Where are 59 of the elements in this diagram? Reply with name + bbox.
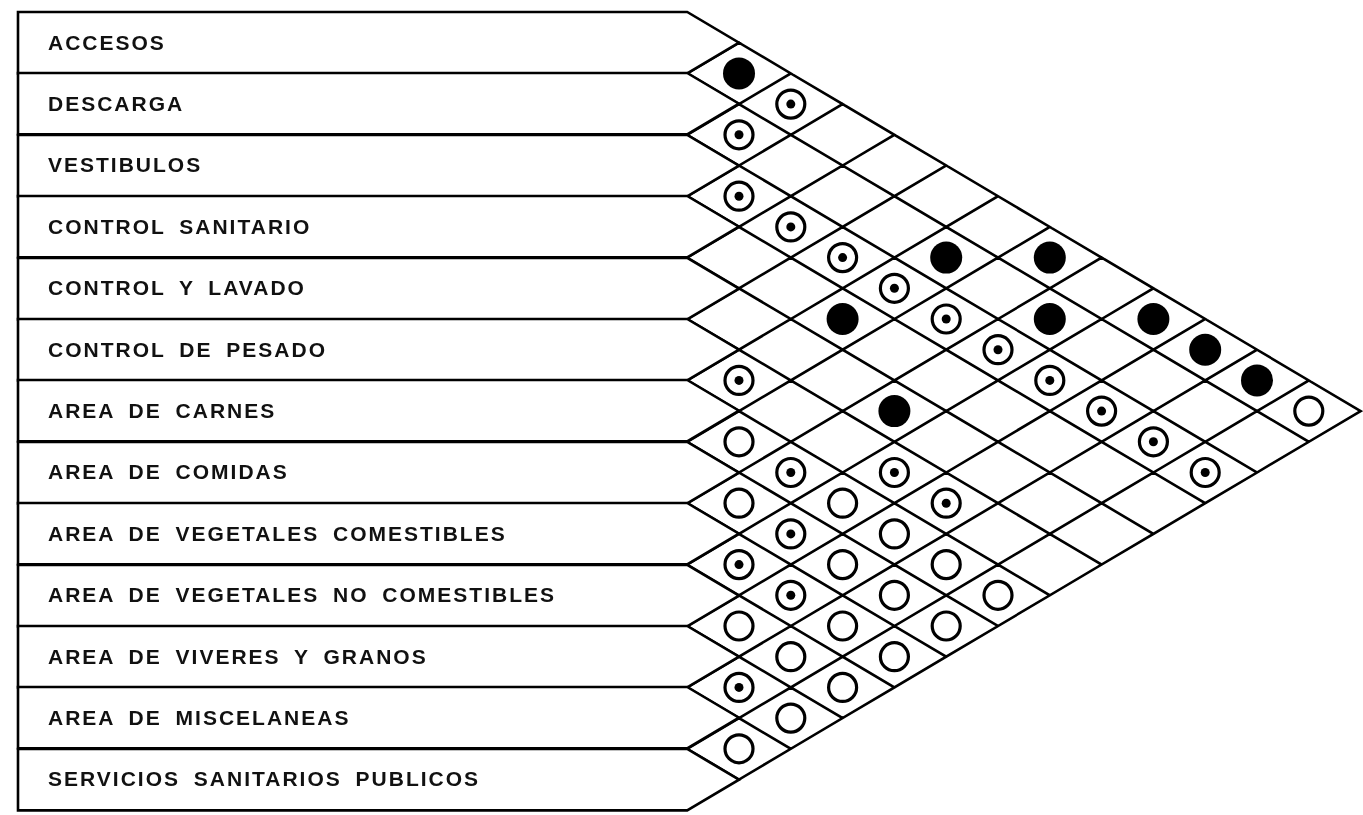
- empty-circle-symbol: [723, 426, 755, 458]
- empty-circle-symbol: [1293, 395, 1325, 427]
- dotted-circle-symbol: [723, 180, 755, 212]
- empty-circle-symbol: [878, 579, 910, 611]
- filled-circle-symbol: [878, 395, 911, 428]
- empty-circle-symbol: [827, 487, 859, 519]
- row-label: AREA DE VEGETALES NO COMESTIBLES: [48, 583, 557, 608]
- dotted-circle-symbol: [775, 518, 807, 550]
- dotted-circle-symbol: [1086, 395, 1118, 427]
- empty-circle-symbol: [775, 702, 807, 734]
- empty-circle-symbol: [775, 641, 807, 673]
- filled-circle-symbol: [1189, 333, 1222, 366]
- empty-circle-symbol: [723, 487, 755, 519]
- empty-circle-symbol: [878, 641, 910, 673]
- dotted-circle-symbol: [775, 456, 807, 489]
- row-label: ACCESOS: [48, 30, 166, 55]
- dotted-circle-symbol: [878, 456, 910, 489]
- dotted-circle-symbol: [723, 671, 755, 703]
- row-label: VESTIBULOS: [48, 153, 203, 178]
- row-label: SERVICIOS SANITARIOS PUBLICOS: [48, 767, 481, 792]
- empty-circle-symbol: [827, 671, 859, 703]
- dotted-circle-symbol: [930, 487, 962, 519]
- filled-circle-symbol: [1033, 241, 1066, 274]
- empty-circle-symbol: [878, 518, 910, 550]
- dotted-circle-symbol: [1137, 426, 1169, 458]
- row-label: CONTROL SANITARIO: [48, 214, 312, 239]
- row-label: CONTROL DE PESADO: [48, 337, 327, 362]
- filled-circle-symbol: [930, 241, 963, 274]
- empty-circle-symbol: [930, 549, 962, 581]
- row-label: AREA DE COMIDAS: [48, 460, 289, 485]
- dotted-circle-symbol: [930, 303, 962, 335]
- row-label: AREA DE VIVERES Y GRANOS: [48, 644, 428, 669]
- empty-circle-symbol: [827, 549, 859, 581]
- dotted-circle-symbol: [723, 549, 755, 581]
- filled-circle-symbol: [826, 303, 859, 335]
- dotted-circle-symbol: [1034, 364, 1066, 396]
- row-label: AREA DE VEGETALES COMESTIBLES: [48, 521, 507, 546]
- dotted-circle-symbol: [723, 364, 755, 396]
- filled-circle-symbol: [723, 57, 755, 90]
- filled-circle-symbol: [1137, 303, 1170, 335]
- dotted-circle-symbol: [827, 242, 859, 274]
- row-label: AREA DE MISCELANEAS: [48, 706, 351, 731]
- empty-circle-symbol: [723, 733, 755, 765]
- dotted-circle-symbol: [878, 272, 910, 304]
- dotted-circle-symbol: [982, 334, 1014, 366]
- row-label: DESCARGA: [48, 92, 185, 117]
- dotted-circle-symbol: [775, 211, 807, 243]
- dotted-circle-symbol: [775, 88, 807, 120]
- dotted-circle-symbol: [723, 119, 755, 151]
- filled-circle-symbol: [1241, 364, 1273, 397]
- dotted-circle-symbol: [1189, 456, 1221, 489]
- filled-circle-symbol: [1033, 303, 1066, 335]
- row-label: CONTROL Y LAVADO: [48, 276, 306, 301]
- empty-circle-symbol: [723, 610, 755, 642]
- dotted-circle-symbol: [775, 579, 807, 611]
- row-label: AREA DE CARNES: [48, 399, 277, 424]
- empty-circle-symbol: [827, 610, 859, 642]
- empty-circle-symbol: [930, 610, 962, 642]
- empty-circle-symbol: [982, 579, 1014, 611]
